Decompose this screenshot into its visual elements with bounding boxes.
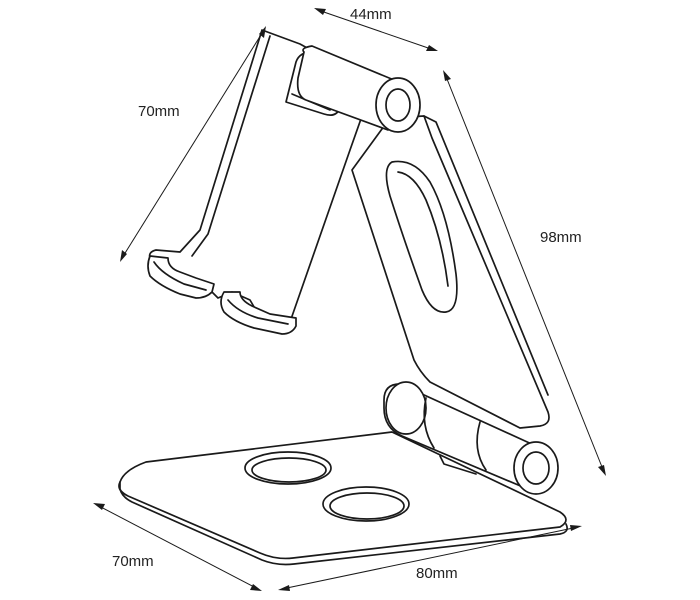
label-base-depth: 70mm — [112, 553, 154, 570]
back-support-arm — [351, 115, 550, 429]
base-hole-rear — [244, 451, 332, 485]
dim-line-base-width — [278, 525, 582, 591]
dim-line-back-height — [120, 26, 266, 262]
top-hinge-cylinder — [296, 45, 421, 133]
holder-hook-left — [147, 255, 215, 299]
bottom-hinge-cylinder — [383, 381, 559, 495]
label-back-height: 70mm — [138, 103, 180, 120]
base-hole-front — [322, 486, 410, 522]
dim-line-total-height — [443, 70, 606, 476]
dim-line-base-depth — [93, 503, 262, 591]
dim-line-top-width — [314, 8, 438, 51]
label-base-width: 80mm — [416, 565, 458, 582]
label-top-width: 44mm — [350, 6, 392, 23]
holder-hook-right — [220, 291, 297, 335]
label-total-height: 98mm — [540, 229, 582, 246]
